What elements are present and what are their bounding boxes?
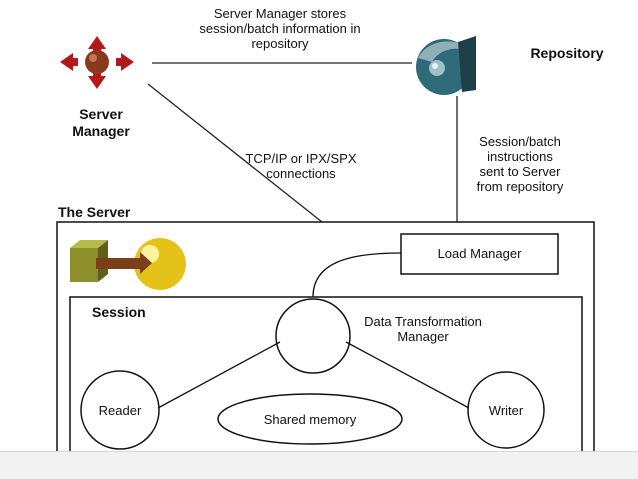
shared-memory-label: Shared memory [263,412,357,427]
repository-sphere-icon [416,36,476,95]
dtm-load-manager-connector [312,252,402,298]
load-manager-label: Load Manager [437,246,522,261]
tcpip-connection-line [147,83,323,223]
server-manager-label: Server Manager [72,106,130,139]
session-label: Session [92,304,146,320]
session-batch-note: Session/batch instructions sent to Serve… [476,134,564,194]
dtm-reader-connector [157,341,281,409]
writer-circle [467,371,545,449]
reader-circle [80,370,160,450]
dtm-writer-connector [345,341,470,409]
shared-memory-ellipse [217,393,403,445]
server-manager-compass-icon [60,36,134,89]
server-manager-note: Server Manager stores session/batch info… [199,6,361,51]
dtm-circle [275,298,351,374]
reader-label: Reader [98,403,142,418]
connections-label: TCP/IP or IPX/SPX connections [245,151,357,181]
server-cube-sphere-icon [70,238,186,290]
repository-label: Repository [530,45,604,61]
bottom-bar [0,451,638,479]
dtm-label: Data Transformation Manager [364,314,482,344]
the-server-label: The Server [58,204,131,220]
load-manager-box [400,233,559,275]
writer-label: Writer [488,403,524,418]
